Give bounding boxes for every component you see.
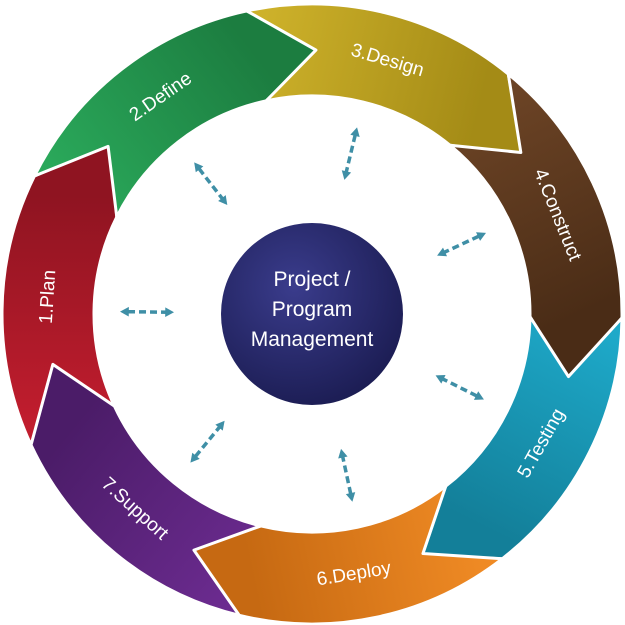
phase-segment-construct: 4.Construct: [448, 72, 624, 383]
spoke-arrow-plan: [120, 306, 175, 317]
hub-line-3: Management: [251, 328, 374, 351]
phase-shape-design: [245, 2, 526, 158]
phase-shape-testing: [417, 315, 624, 561]
spoke-arrow-support: [190, 420, 225, 463]
hub-line-2: Program: [272, 298, 353, 321]
spoke-arrow-deploy: [338, 448, 356, 502]
hub-line-1: Project /: [273, 268, 350, 291]
phase-shape-support: [29, 362, 263, 617]
spoke-arrows: [120, 127, 487, 502]
phase-segment-support: 7.Support: [29, 362, 263, 617]
spoke-arrow-construct: [437, 232, 487, 257]
hub-circle: [221, 223, 403, 405]
spoke-arrow-testing: [435, 375, 484, 400]
phase-label-plan: 1.Plan: [36, 269, 60, 324]
phase-segment-design: 3.Design: [245, 2, 526, 158]
spoke-arrow-design: [341, 127, 360, 180]
phase-segment-testing: 5.Testing: [417, 315, 624, 561]
phase-segment-deploy: 6.Deploy: [188, 484, 504, 625]
phase-segment-define: 2.Define: [32, 9, 323, 219]
spoke-arrow-define: [194, 162, 228, 206]
center-hub: Project / Program Management: [221, 223, 403, 405]
